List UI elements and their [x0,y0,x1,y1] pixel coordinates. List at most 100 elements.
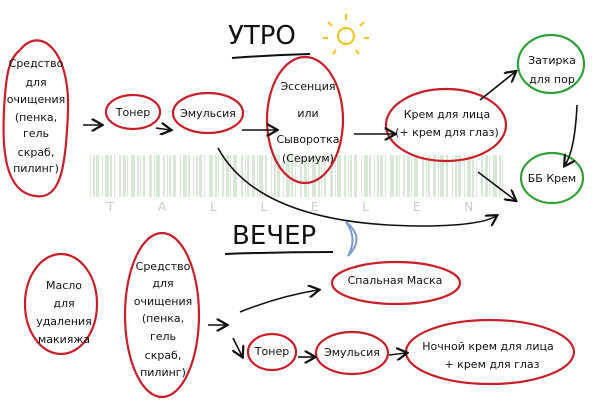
barcode-stripe [180,155,181,197]
barcode-stripe [127,155,128,197]
barcode-stripe [252,155,255,197]
evening-makeup-oil-node: Масло для удаления макияжа [23,252,99,356]
barcode-stripe [265,155,267,197]
barcode-stripe [233,155,237,197]
barcode-stripe [163,155,165,197]
svg-text:Сыворотка: Сыворотка [276,133,339,146]
barcode-stripe [140,155,141,197]
barcode-stripe [137,155,139,197]
barcode-stripe [361,155,362,197]
barcode-stripe [277,155,280,197]
barcode-stripe [230,155,231,197]
barcode-stripe [348,155,349,197]
evening-toner-node [246,332,298,372]
svg-text:для пор: для пор [529,73,575,86]
morning-cleanser-node: Средство для очищения (пенка, гель скраб… [2,39,70,198]
barcode-stripe [403,155,405,197]
svg-text:очищения: очищения [7,93,65,106]
svg-text:Средство: Средство [136,260,191,273]
svg-text:скраб,: скраб, [18,146,55,159]
barcode-stripe [102,155,103,197]
barcode-stripe [426,155,427,197]
svg-text:(пенка,: (пенка, [15,111,57,124]
svg-text:очищения: очищения [134,295,192,308]
barcode-stripe [114,155,115,197]
evening-sleeping-mask-node [330,260,462,306]
barcode-stripe [247,155,249,197]
barcode-stripe [350,155,352,197]
watermark-text: T A L L E L E N [106,200,493,214]
barcode-stripe [209,155,213,197]
barcode-stripe [300,155,302,197]
svg-text:удаления: удаления [36,315,92,328]
title-underline [224,251,334,255]
barcode-stripe [183,155,187,197]
morning-bb-cream-label: ББ Крем [528,172,576,185]
barcode-stripe [414,155,418,197]
barcode-stripe [318,155,320,197]
barcode-stripe [472,155,474,197]
barcode-stripe [476,155,477,197]
barcode-stripe [428,155,430,197]
barcode-stripe [304,155,307,197]
barcode-stripe [105,155,109,197]
barcode-stripe [156,155,160,197]
moon-icon [345,221,358,257]
morning-title: УТРО [228,21,296,51]
watermark-barcode [90,155,503,197]
barcode-stripe [380,155,383,197]
barcode-stripe [422,155,424,197]
barcode-stripe [499,155,501,197]
barcode-stripe [440,155,444,197]
morning-toner-label: Тонер [115,106,150,119]
morning-pore-primer-node: Затирка для пор [516,33,586,95]
barcode-stripe [173,155,176,197]
barcode-stripe [222,155,224,197]
barcode-stripe [485,155,488,197]
barcode-stripe [399,155,400,197]
evening-emulsion-label: Эмульсия [324,346,380,359]
barcode-stripe [215,155,217,197]
barcode-stripe [385,155,386,197]
barcode-stripe [218,155,219,197]
sun-icon [323,14,369,55]
barcode-stripe [502,155,503,197]
barcode-stripe [433,155,436,197]
svg-text:Эссенция: Эссенция [281,80,336,93]
svg-text:Масло: Масло [46,279,82,292]
evening-night-cream-node: Ночной крем для лица + крем для глаз [404,318,576,386]
barcode-stripe [123,155,126,197]
barcode-stripe [312,155,316,197]
morning-bb-cream-node [519,151,585,205]
barcode-stripe [467,155,471,197]
svg-text:Крем для лица: Крем для лица [404,108,491,121]
barcode-stripe [90,155,91,197]
svg-text:(пенка,: (пенка, [142,312,184,325]
barcode-stripe [452,155,453,197]
svg-text:пилинг): пилинг) [140,366,186,379]
barcode-stripe [188,155,190,197]
barcode-stripe [324,155,326,197]
barcode-stripe [271,155,272,197]
svg-text:скраб,: скраб, [145,349,182,362]
svg-text:Затирка: Затирка [528,54,576,67]
barcode-stripe [446,155,448,197]
barcode-stripe [226,155,229,197]
barcode-stripe [193,155,194,197]
morning-essence-node: Эссенция или Сыворотка (Сериум) [265,55,345,185]
barcode-stripe [154,155,155,197]
barcode-stripe [390,155,394,197]
barcode-stripe [330,155,333,197]
barcode-stripe [110,155,112,197]
barcode-stripe [493,155,497,197]
evening-cleanser-node: Средство для очищения (пенка, гель скраб… [123,231,201,399]
barcode-stripe [344,155,346,197]
barcode-stripe [131,155,135,197]
barcode-stripe [364,155,368,197]
barcode-stripe [196,155,198,197]
barcode-stripe [257,155,258,197]
morning-emulsion-node [171,91,245,135]
barcode-stripe [143,155,145,197]
barcode-stripe [377,155,379,197]
